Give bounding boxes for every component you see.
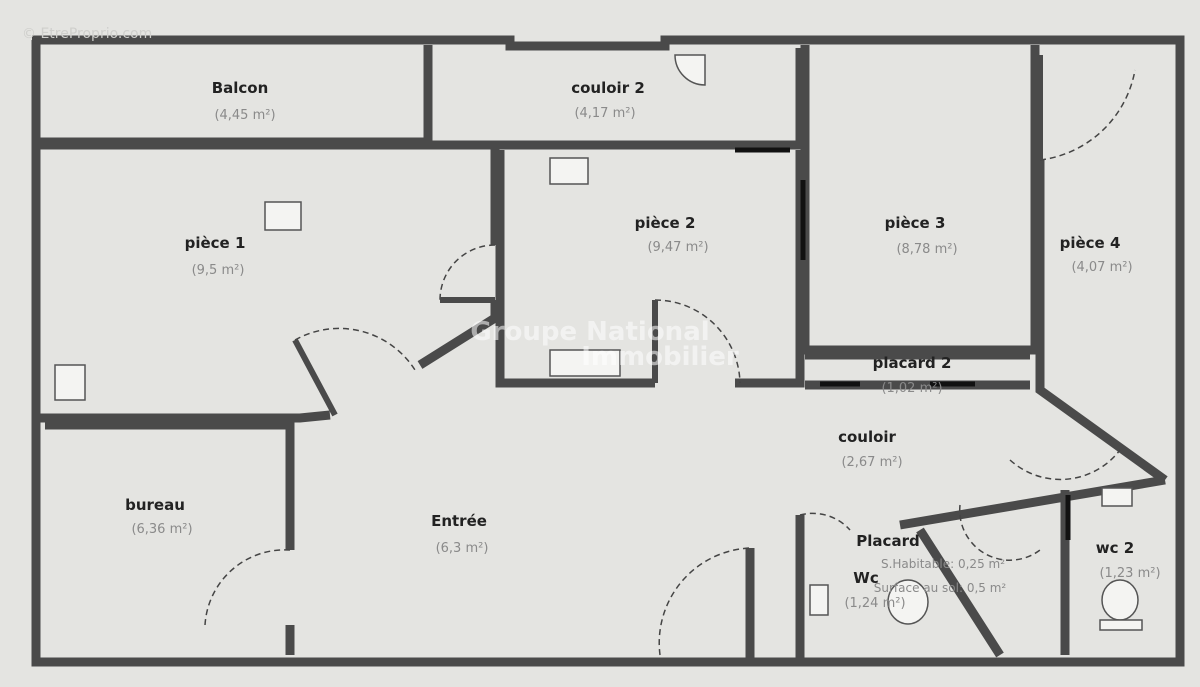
walls: [31, 35, 1185, 667]
sink-icon: [264, 201, 302, 231]
room-area: (1,23 m²): [1099, 566, 1160, 581]
room-name: pièce 1: [185, 234, 246, 252]
placard-sol: Surface au sol: 0,5 m²: [874, 581, 1007, 595]
room-area: (4,07 m²): [1071, 260, 1132, 275]
room-area: (4,45 m²): [214, 108, 275, 123]
sink-icon: [1101, 487, 1133, 507]
kitchen-sink-icon: [549, 349, 621, 377]
room-name: Wc: [853, 569, 878, 587]
room-name: placard 2: [873, 354, 952, 372]
doors: [204, 55, 1136, 656]
room-area: (9,47 m²): [647, 240, 708, 255]
room-area: (9,5 m²): [192, 263, 245, 278]
placard-habitable: S.Habitable: 0,25 m²: [881, 557, 1005, 571]
agency-watermark-sub: Immobilier: [581, 342, 739, 372]
room-area: (2,67 m²): [841, 455, 902, 470]
sink-icon: [54, 364, 86, 401]
room-area: (6,3 m²): [436, 541, 489, 556]
kitchen-sink-icon: [549, 157, 589, 185]
room-name: pièce 4: [1060, 234, 1121, 252]
room-area: (1,02 m²): [881, 381, 942, 396]
toilet-icon: [887, 579, 929, 625]
room-area: (6,36 m²): [131, 522, 192, 537]
room-name: Balcon: [212, 79, 269, 97]
windows: [735, 147, 1071, 540]
room-name: pièce 3: [885, 214, 946, 232]
room-name: Placard: [856, 532, 919, 550]
agency-watermark: Groupe National: [470, 317, 709, 347]
fixtures: [54, 54, 1143, 631]
watermark: © EtreProprio.com: [22, 26, 152, 42]
room-name: pièce 2: [635, 214, 696, 232]
room-name: wc 2: [1096, 539, 1134, 557]
room-name: couloir 2: [571, 79, 645, 97]
sink-icon: [809, 584, 829, 616]
shower-icon: [674, 54, 706, 86]
room-area: (8,78 m²): [896, 242, 957, 257]
room-name: bureau: [125, 496, 185, 514]
toilet-tank-icon: [1099, 619, 1143, 631]
room-area: (1,24 m²): [844, 596, 905, 611]
room-name: Entrée: [431, 512, 487, 530]
toilet-icon: [1101, 579, 1139, 621]
room-name: couloir: [838, 428, 896, 446]
room-area: (4,17 m²): [574, 106, 635, 121]
